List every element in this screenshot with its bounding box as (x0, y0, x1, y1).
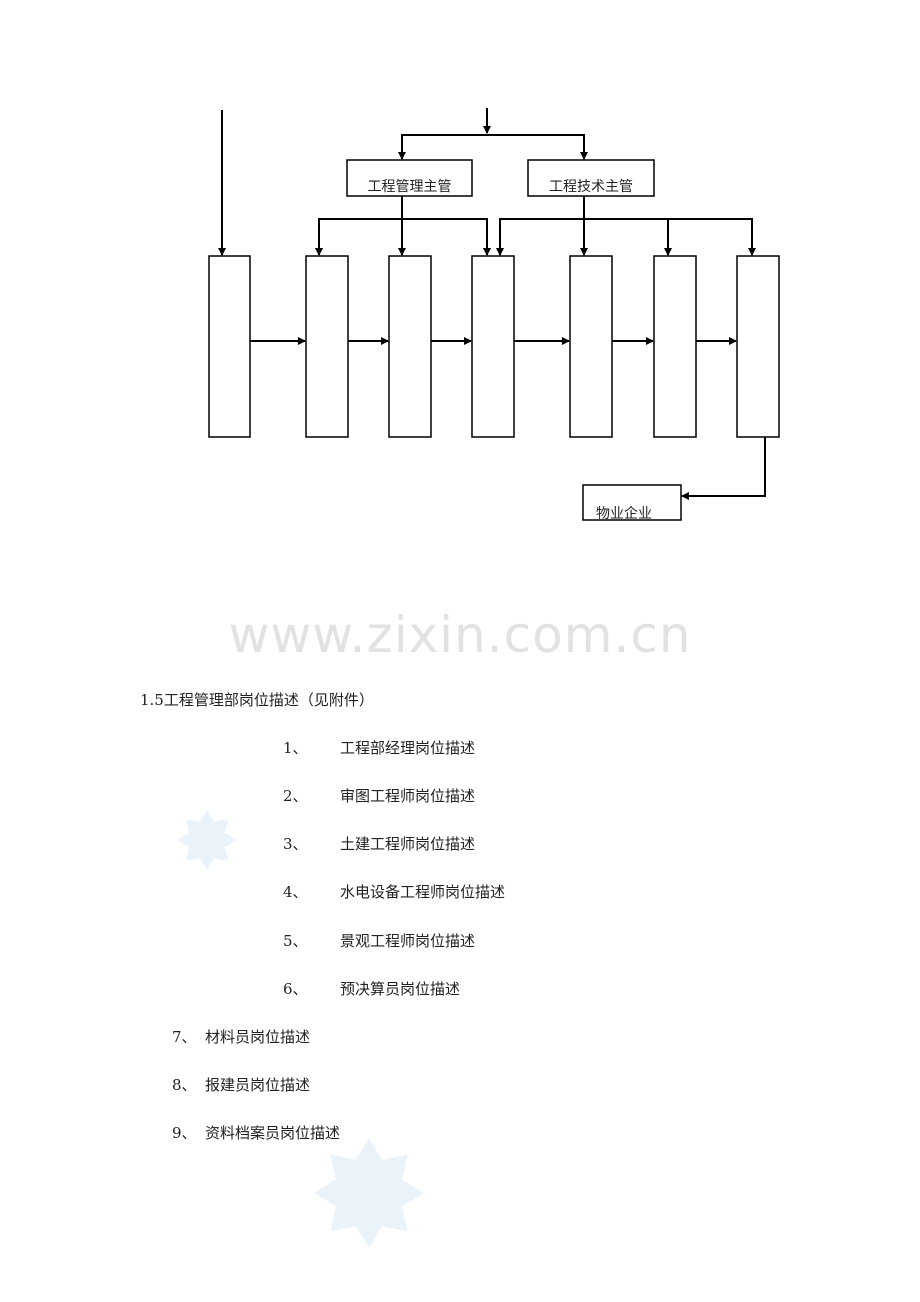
item-text: 审图工程师岗位描述 (340, 787, 476, 805)
item-number: 2、 (283, 787, 308, 805)
item-text: 预决算员岗位描述 (340, 980, 461, 998)
snowflake-watermark-icon (314, 1138, 424, 1248)
list-item: 8、报建员岗位描述 (172, 1074, 310, 1095)
item-number: 8、 (172, 1076, 197, 1094)
list-item: 6、 预决算员岗位描述 (283, 978, 460, 999)
watermark: www.zixin.com.cn (228, 606, 692, 664)
stage-box-2 (305, 255, 349, 438)
item-number: 4、 (283, 883, 308, 901)
tech-branch-connector (499, 218, 753, 255)
item-text: 报建员岗位描述 (205, 1076, 311, 1094)
snowflake-watermark-icon (177, 810, 237, 870)
list-item: 7、材料员岗位描述 (172, 1026, 310, 1047)
list-item: 2、 审图工程师岗位描述 (283, 785, 475, 806)
stage-box-4 (471, 255, 515, 438)
item-number: 7、 (172, 1028, 197, 1046)
property-label: 物业企业 (596, 506, 652, 519)
mgmt-branch-connector (318, 218, 488, 255)
property-box (582, 484, 682, 521)
stage-box-7 (736, 255, 780, 438)
item-number: 5、 (283, 932, 308, 950)
item-number: 3、 (283, 835, 308, 853)
stage-box-6 (653, 255, 697, 438)
stage-box-1 (208, 255, 251, 438)
org-flowchart (208, 108, 780, 521)
list-item: 4、 水电设备工程师岗位描述 (283, 881, 505, 902)
item-text: 土建工程师岗位描述 (340, 835, 476, 853)
item-number: 1、 (283, 739, 308, 757)
list-item: 3、 土建工程师岗位描述 (283, 833, 475, 854)
list-item: 5、 景观工程师岗位描述 (283, 930, 475, 951)
top-split-connector (401, 134, 585, 158)
item-text: 工程部经理岗位描述 (340, 739, 476, 757)
item-text: 资料档案员岗位描述 (205, 1124, 341, 1142)
tech-supervisor-label: 工程技术主管 (549, 179, 633, 195)
item-number: 6、 (283, 980, 308, 998)
list-item: 9、资料档案员岗位描述 (172, 1122, 340, 1143)
item-text: 水电设备工程师岗位描述 (340, 883, 506, 901)
to-property-connector (681, 437, 766, 500)
mgmt-supervisor-box (346, 159, 473, 197)
list-item: 1、 工程部经理岗位描述 (283, 737, 475, 758)
section-heading: 1.5工程管理部岗位描述（见附件） (140, 691, 374, 709)
stage-box-3 (388, 255, 432, 438)
item-text: 景观工程师岗位描述 (340, 932, 476, 950)
item-text: 材料员岗位描述 (205, 1028, 311, 1046)
mgmt-supervisor-label: 工程管理主管 (367, 179, 452, 195)
tech-supervisor-box (527, 159, 655, 197)
item-number: 9、 (172, 1124, 197, 1142)
stage-box-5 (569, 255, 613, 438)
